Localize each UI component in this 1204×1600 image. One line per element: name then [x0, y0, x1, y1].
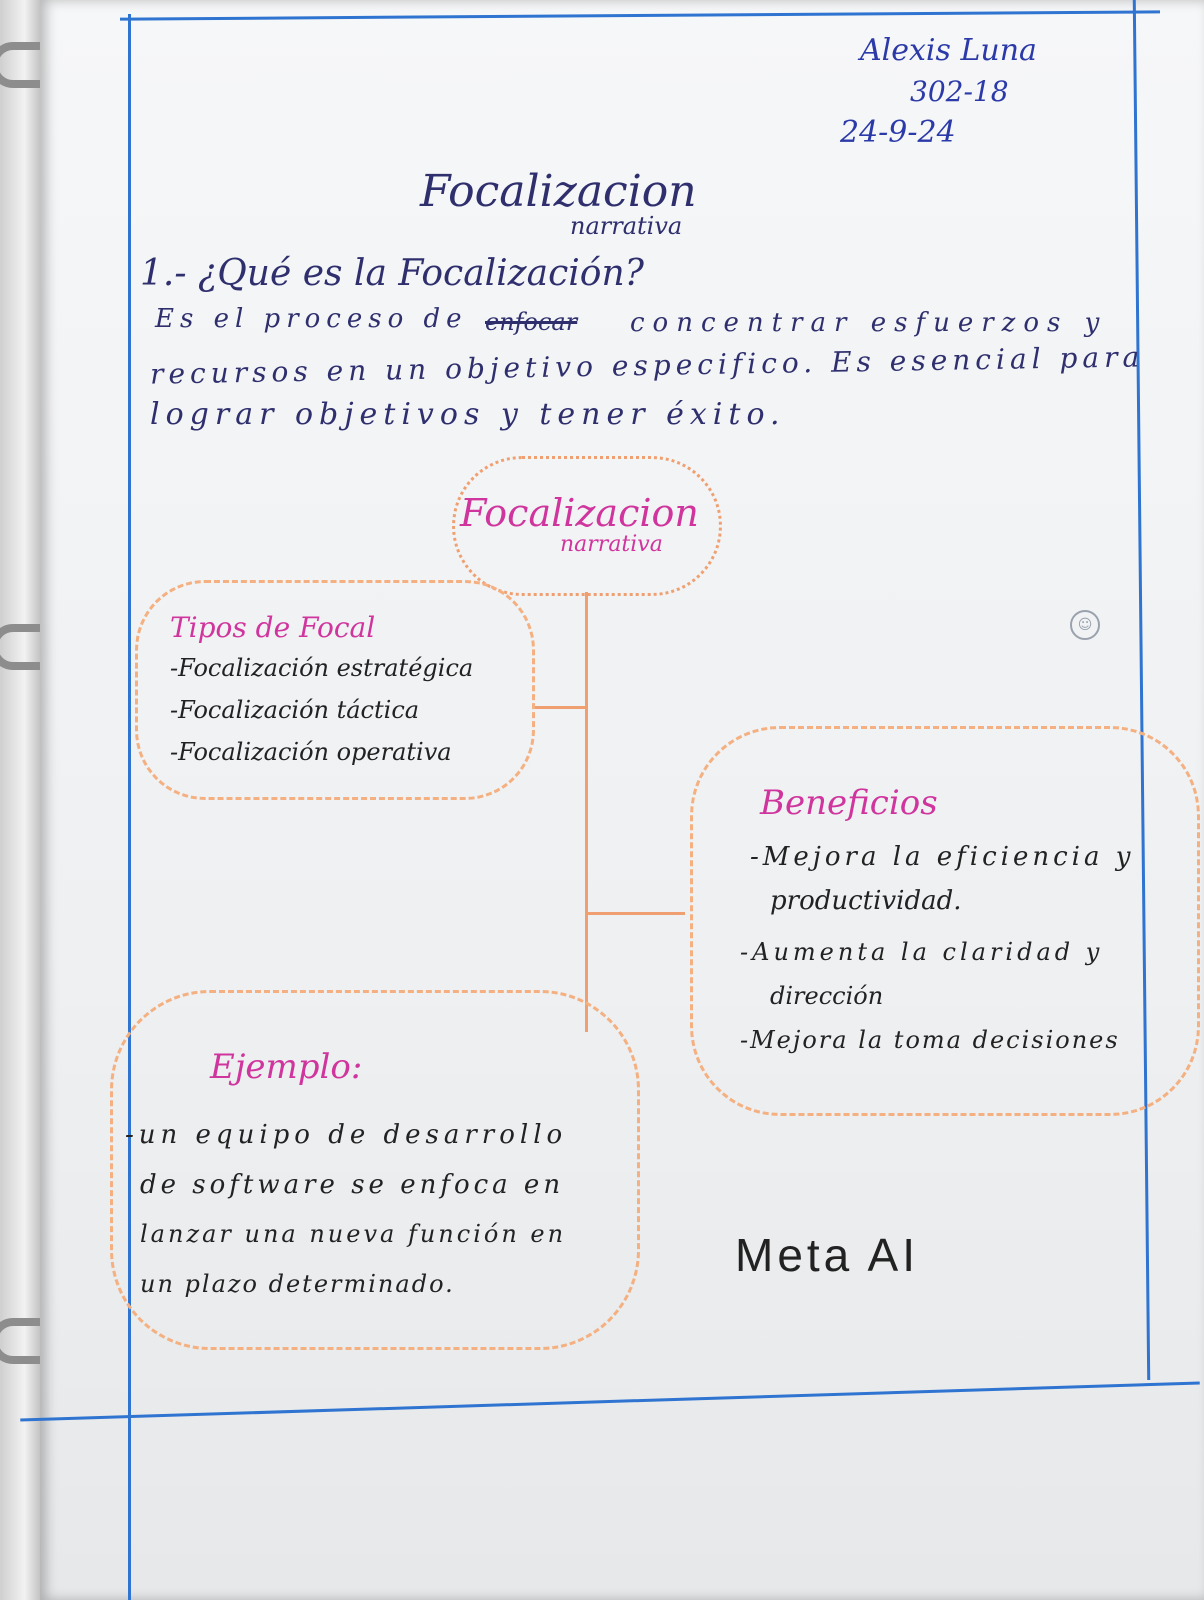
- answer-line-3: lograr objetivos y tener éxito.: [150, 397, 786, 432]
- footer-meta-ai: Meta AI: [735, 1229, 919, 1281]
- page-border-bottom: [20, 1381, 1200, 1422]
- page-subtitle: narrativa: [570, 212, 683, 240]
- notebook-page: Alexis Luna 302-18 24-9-24 Focalizacion …: [20, 0, 1204, 1600]
- center-cloud-subtitle: narrativa: [560, 532, 663, 557]
- smiley-doodle-icon: ☺: [1070, 610, 1100, 640]
- center-cloud-title: Focalizacion: [460, 491, 699, 535]
- tipos-title: Tipos de Focal: [170, 611, 376, 644]
- ejemplo-line: -un equipo de desarrollo: [125, 1120, 568, 1150]
- ejemplo-line: lanzar una nueva función en: [140, 1220, 567, 1248]
- connector-vertical: [585, 592, 588, 1032]
- ejemplo-line: un plazo determinado.: [140, 1270, 455, 1298]
- answer-line-1a: Es el proceso de: [155, 304, 468, 334]
- beneficios-item: dirección: [770, 982, 884, 1010]
- page-title: Focalizacion: [420, 166, 697, 217]
- beneficios-cloud: [690, 726, 1200, 1116]
- beneficios-item: productividad.: [770, 886, 962, 916]
- answer-line-1b: concentrar esfuerzos y: [630, 308, 1108, 338]
- ejemplo-cloud: [110, 990, 640, 1350]
- beneficios-item: -Aumenta la claridad y: [740, 938, 1104, 966]
- tipos-item: -Focalización estratégica: [170, 654, 474, 682]
- student-group: 302-18: [910, 75, 1009, 108]
- tipos-cloud: [135, 580, 535, 800]
- tipos-item: -Focalización táctica: [170, 696, 420, 724]
- question-heading: 1.- ¿Qué es la Focalización?: [140, 253, 644, 294]
- page-date: 24-9-24: [840, 115, 956, 150]
- student-name: Alexis Luna: [860, 33, 1037, 68]
- page-border-top: [120, 10, 1160, 21]
- tipos-item: -Focalización operativa: [170, 738, 452, 766]
- connector-right: [585, 912, 685, 915]
- answer-strike: enfocar: [485, 308, 578, 336]
- connector-left: [535, 706, 587, 709]
- page-border-left: [128, 14, 131, 1600]
- ejemplo-title: Ejemplo:: [210, 1047, 363, 1087]
- answer-line-2: recursos en un objetivo especifico. Es e…: [149, 340, 1145, 391]
- ejemplo-line: de software se enfoca en: [140, 1170, 565, 1200]
- page-border-right: [1132, 0, 1151, 1380]
- beneficios-item: -Mejora la toma decisiones: [740, 1026, 1120, 1054]
- beneficios-item: -Mejora la eficiencia y: [750, 842, 1135, 872]
- beneficios-title: Beneficios: [760, 783, 938, 823]
